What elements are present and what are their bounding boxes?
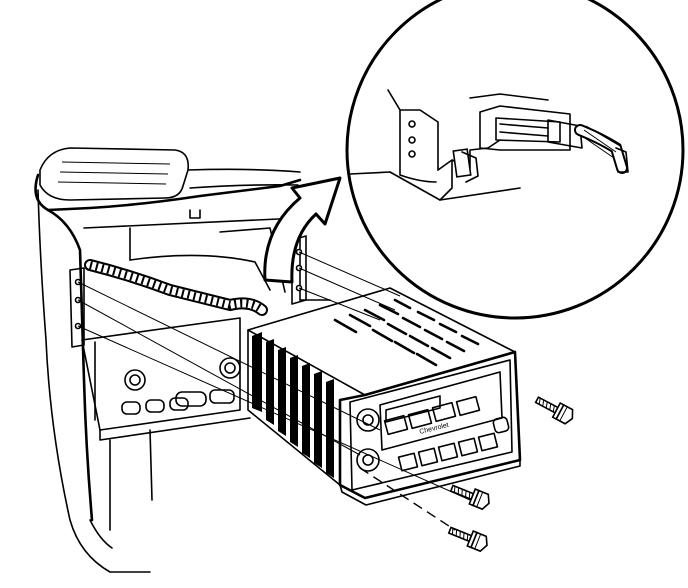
top-vent-slots <box>333 298 480 367</box>
mounting-bolt <box>534 396 574 425</box>
mounting-bolt <box>449 484 490 511</box>
detail-callout-arrow <box>263 176 342 284</box>
harness-connector-detail <box>345 0 685 320</box>
heat-sink-fins <box>252 332 334 478</box>
bolt-alignment-line <box>359 467 456 531</box>
volume-knob <box>356 408 380 432</box>
preset-buttons <box>397 416 510 472</box>
radio-unit: Chevrolet <box>247 287 522 506</box>
tune-knob <box>356 448 380 472</box>
mounting-bolt <box>447 526 488 553</box>
wiring-harness <box>84 259 268 316</box>
